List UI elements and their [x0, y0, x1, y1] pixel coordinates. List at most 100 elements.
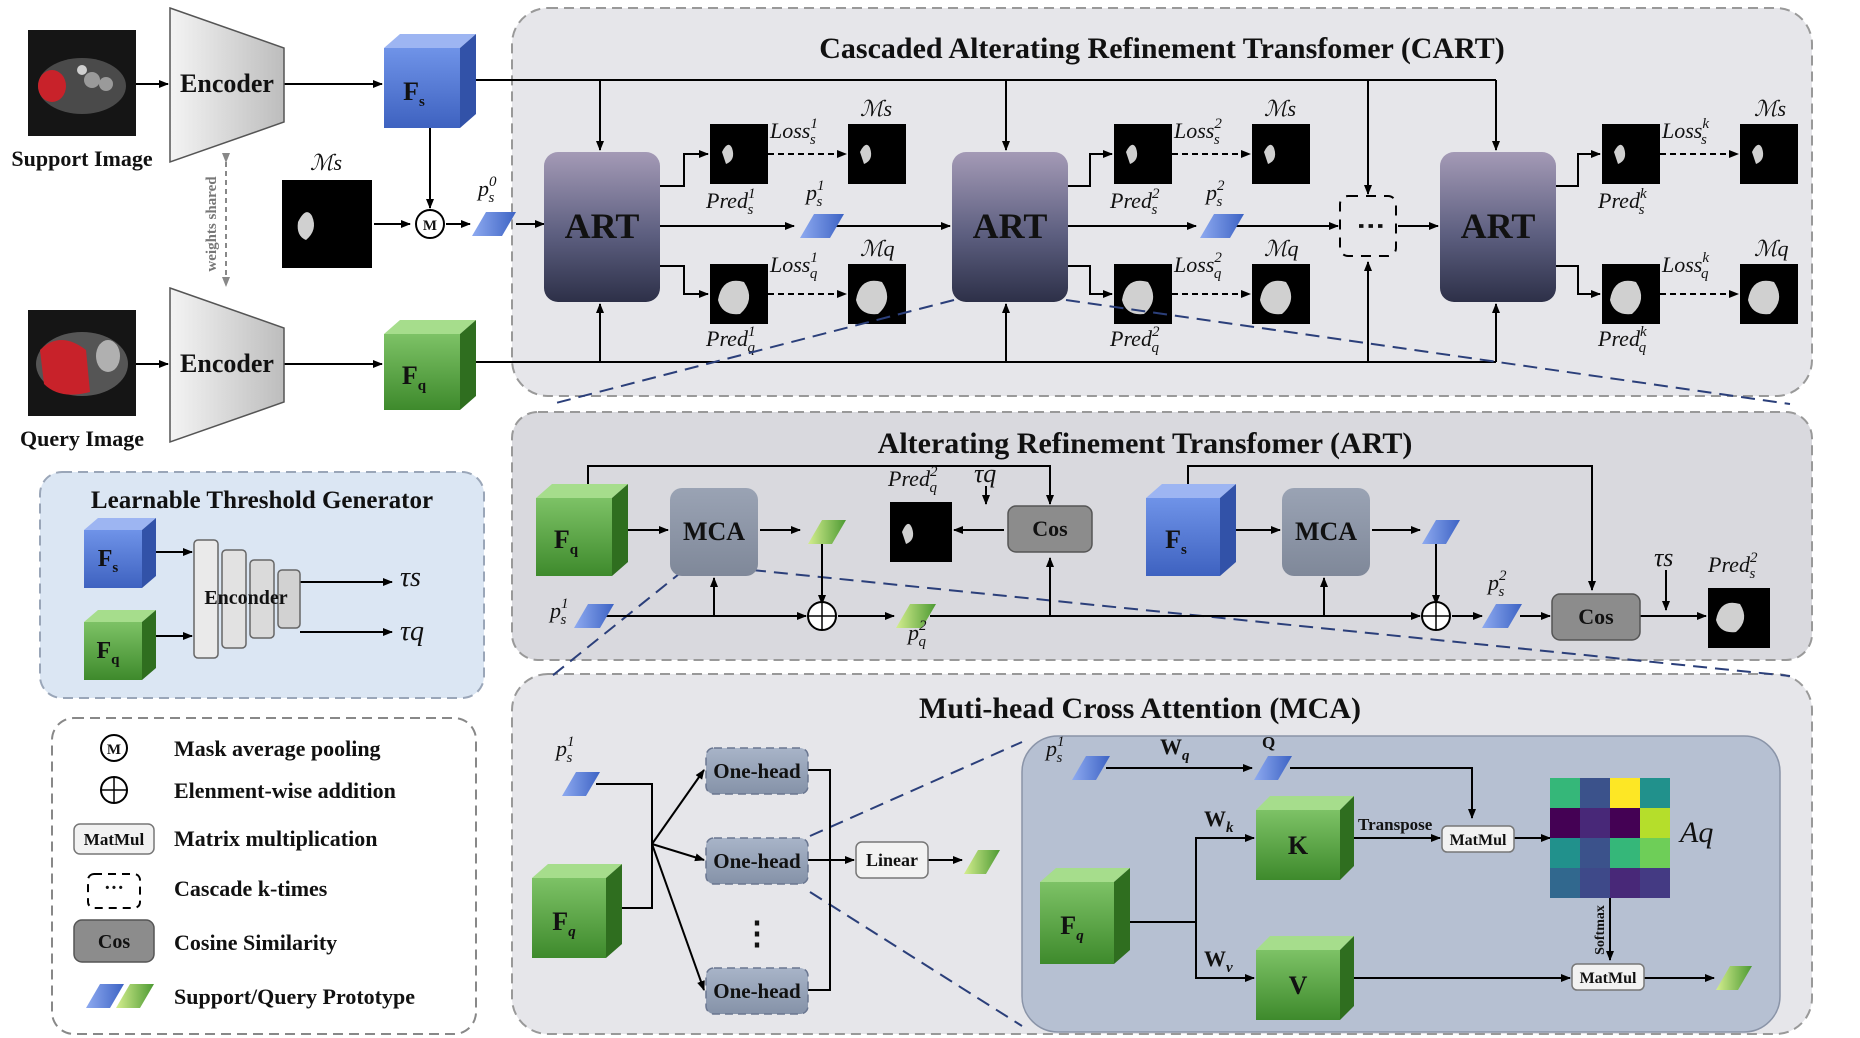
inner-ps1-prototype	[1072, 756, 1110, 780]
heatmap-cell	[1550, 778, 1580, 808]
svg-text:···: ···	[104, 877, 124, 899]
svg-text:MatMul: MatMul	[1580, 970, 1637, 987]
art-add-node-1	[807, 601, 837, 631]
svg-text:Support/Query Prototype: Support/Query Prototype	[174, 984, 415, 1009]
heatmap-cell	[1580, 778, 1610, 808]
svg-text:Cascade k-times: Cascade k-times	[174, 876, 328, 901]
svg-text:Cosine Similarity: Cosine Similarity	[174, 930, 337, 955]
heatmap-cell	[1640, 868, 1670, 898]
art-fs-cube: Fs	[1146, 484, 1236, 576]
mca-ps1-input	[562, 772, 600, 796]
art-mca-block-1: MCA	[670, 488, 758, 576]
heatmap-cell	[1580, 868, 1610, 898]
svg-text:One-head: One-head	[713, 759, 801, 783]
svg-text:Encoder: Encoder	[180, 349, 274, 378]
wq-label: Wq	[1160, 734, 1190, 764]
heatmap-cell	[1610, 778, 1640, 808]
svg-text:p2s: p2s	[1486, 568, 1507, 600]
svg-text:Elenment-wise addition: Elenment-wise addition	[174, 778, 396, 803]
support-image	[28, 30, 136, 136]
matmul-block-2: MatMul	[1571, 963, 1645, 991]
one-head-block-3: One-head	[705, 967, 809, 1015]
heatmap-cell	[1550, 868, 1580, 898]
svg-text:Fq: Fq	[552, 907, 576, 940]
art-connections	[587, 465, 1707, 620]
cart-title: Cascaded Alterating Refinement Transfome…	[819, 32, 1505, 65]
query-encoder: Encoder	[169, 286, 285, 444]
svg-text:Fs: Fs	[403, 77, 425, 110]
mca-inner-output-prototype	[1716, 966, 1752, 990]
svg-text:M: M	[423, 218, 437, 234]
query-image	[28, 310, 136, 416]
heatmap-cell	[1610, 808, 1640, 838]
svg-text:Fq: Fq	[554, 525, 579, 558]
svg-text:Cos: Cos	[98, 931, 130, 953]
ltg-encoder-stack: Enconder	[193, 539, 301, 659]
mca-connections	[596, 764, 1715, 991]
heatmap-cell	[1550, 838, 1580, 868]
mca-title: Muti-head Cross Attention (MCA)	[919, 692, 1361, 725]
art-block-k: ART	[1440, 152, 1556, 302]
fs-cube: Fs	[384, 34, 476, 128]
svg-text:τs: τs	[1654, 543, 1673, 572]
svg-text:ℳs: ℳs	[1754, 96, 1786, 121]
ltg-fs-cube: Fs	[84, 518, 156, 588]
mask-average-pooling-node: M	[415, 209, 445, 239]
svg-text:Enconder: Enconder	[204, 587, 287, 609]
cart-connections	[136, 79, 1739, 368]
linear-block: Linear	[855, 841, 929, 879]
art-ps1-input	[574, 604, 614, 628]
softmax-label: Softmax	[1593, 905, 1608, 955]
art-pred-s2-mask	[1708, 588, 1770, 648]
svg-text:⋮: ⋮	[1355, 212, 1386, 240]
svg-text:Linear: Linear	[866, 850, 918, 870]
svg-text:Cos: Cos	[1032, 516, 1068, 541]
ltg-tau-s: τs	[400, 562, 421, 593]
support-mask-ms	[282, 180, 372, 268]
support-prototype-ps0	[472, 212, 516, 236]
heatmap-cell	[1610, 838, 1640, 868]
art-block-1: ART	[544, 152, 660, 302]
cascade-k-times: ⋮	[1339, 195, 1397, 257]
svg-text:Fq: Fq	[96, 638, 120, 668]
legend-mask-pooling: M Mask average pooling	[100, 734, 381, 762]
transpose-label: Transpose	[1358, 815, 1433, 834]
svg-text:V: V	[1289, 971, 1308, 1000]
heads-ellipsis: ⋮	[741, 915, 773, 951]
legend-matmul: MatMul Matrix multiplication	[73, 823, 377, 855]
art-query-prototype-out	[808, 520, 846, 544]
art-pred-q2-mask	[890, 502, 952, 562]
svg-text:One-head: One-head	[713, 849, 801, 873]
legend-cosine: Cos Cosine Similarity	[73, 919, 337, 963]
wv-label: Wv	[1204, 946, 1233, 976]
q-label: Q	[1262, 733, 1275, 752]
art-fq-cube: Fq	[536, 484, 628, 576]
inner-fq-cube: Fq	[1040, 868, 1130, 964]
zoom-lines	[551, 299, 1791, 1027]
svg-text:MatMul: MatMul	[84, 830, 145, 849]
support-prototype-ps2	[1200, 214, 1244, 238]
k-cube: K	[1256, 796, 1354, 880]
svg-text:K: K	[1288, 831, 1309, 860]
heatmap-cell	[1580, 808, 1610, 838]
one-head-block-1: One-head	[705, 747, 809, 795]
ms-label: ℳs	[310, 150, 342, 175]
art-block-2: ART	[952, 152, 1068, 302]
art-title: Alterating Refinement Transfomer (ART)	[878, 427, 1413, 460]
heatmap-cell	[1610, 868, 1640, 898]
